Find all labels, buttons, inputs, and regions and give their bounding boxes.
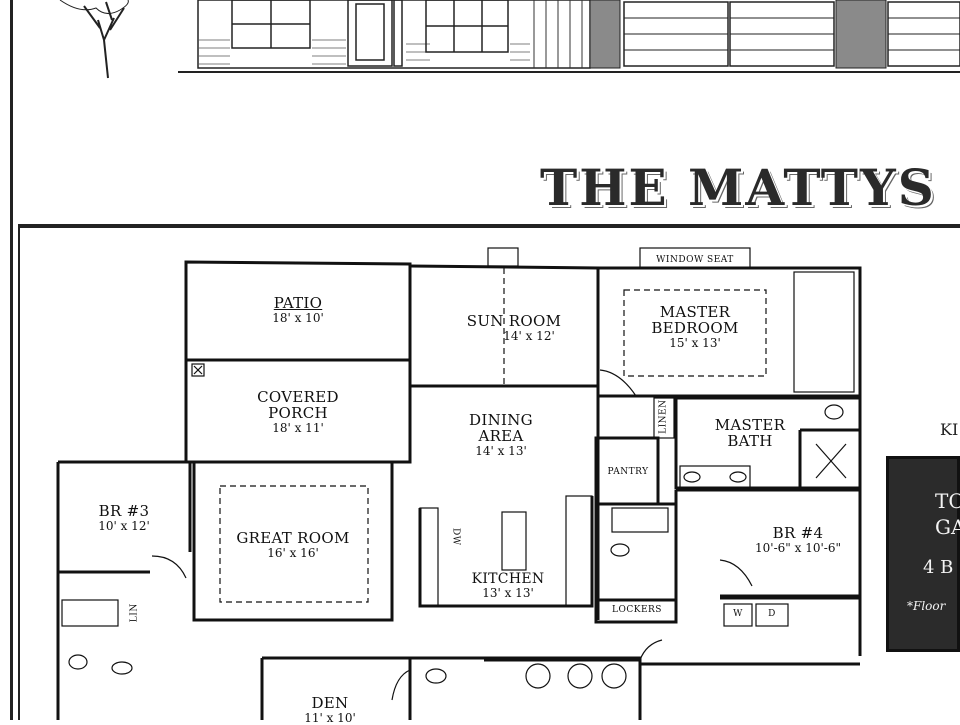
label-linen-small: LIN xyxy=(129,603,140,623)
room-size: 10' x 12' xyxy=(98,518,150,533)
room-name: KITCHEN xyxy=(471,571,545,587)
label-dishwasher: DW xyxy=(450,527,461,546)
room-name: BR #3 xyxy=(98,502,150,520)
room-size: 14' x 12' xyxy=(503,328,555,343)
label-linen: LINEN xyxy=(658,399,669,434)
room-name: MASTER xyxy=(714,416,786,434)
room-den: DEN 11' x 10' xyxy=(290,694,370,725)
room-great-room: GREAT ROOM 16' x 16' xyxy=(218,529,368,560)
room-dining-area: DINING AREA 14' x 13' xyxy=(446,411,556,458)
room-name: BR #4 xyxy=(772,524,824,542)
plan-border-left xyxy=(18,228,20,720)
room-name: COVERED xyxy=(257,388,339,406)
room-name: GREAT ROOM xyxy=(236,529,350,547)
info-note: *Floor xyxy=(907,599,946,613)
room-patio: PATIO 18' x 10' xyxy=(238,294,358,325)
info-line-3: 4 B xyxy=(923,557,954,578)
room-master-bedroom: MASTER BEDROOM 15' x 13' xyxy=(630,303,760,350)
room-size: 11' x 10' xyxy=(304,710,356,725)
tree-illustration xyxy=(59,0,129,79)
room-br4: BR #4 10'-6" x 10'-6" xyxy=(736,524,860,555)
label-dryer: D xyxy=(768,609,776,619)
room-name: DINING xyxy=(469,411,533,429)
room-name: SUN ROOM xyxy=(466,312,562,330)
room-name: MASTER xyxy=(659,303,731,321)
room-size: 16' x 16' xyxy=(267,545,319,560)
plan-title: THE MATTYS xyxy=(540,158,936,217)
room-size: 15' x 13' xyxy=(669,335,721,350)
info-line-1: TO xyxy=(935,489,960,513)
room-name: AREA xyxy=(478,426,524,445)
room-name: BEDROOM xyxy=(651,318,739,337)
label-washer: W xyxy=(733,609,743,619)
label-window-seat: WINDOW SEAT xyxy=(656,255,734,265)
room-size: 13' x 13' xyxy=(482,585,534,600)
title-divider xyxy=(18,224,960,228)
room-covered-porch: COVERED PORCH 18' x 11' xyxy=(236,388,360,435)
page-border-left xyxy=(10,0,13,720)
room-sun-room: SUN ROOM 14' x 12' xyxy=(444,312,584,343)
room-name: PORCH xyxy=(268,403,328,422)
room-size: 18' x 10' xyxy=(272,310,324,325)
room-size: 18' x 11' xyxy=(272,420,324,435)
info-box: TO GA 4 B *Floor xyxy=(886,456,960,652)
room-size: 14' x 13' xyxy=(475,443,527,458)
room-name: PATIO xyxy=(273,294,323,312)
room-master-bath: MASTER BATH xyxy=(700,416,800,450)
room-br3: BR #3 10' x 12' xyxy=(78,502,170,533)
label-pantry: PANTRY xyxy=(607,467,649,477)
room-name: BATH xyxy=(727,431,773,450)
room-size: 10'-6" x 10'-6" xyxy=(755,540,841,555)
side-label-partial: KI xyxy=(940,420,959,439)
room-kitchen: KITCHEN 13' x 13' xyxy=(458,572,558,599)
label-lockers: LOCKERS xyxy=(612,605,662,615)
elevation-drawing xyxy=(59,0,960,79)
room-name: DEN xyxy=(311,694,349,712)
info-line-2: GA xyxy=(935,515,960,539)
